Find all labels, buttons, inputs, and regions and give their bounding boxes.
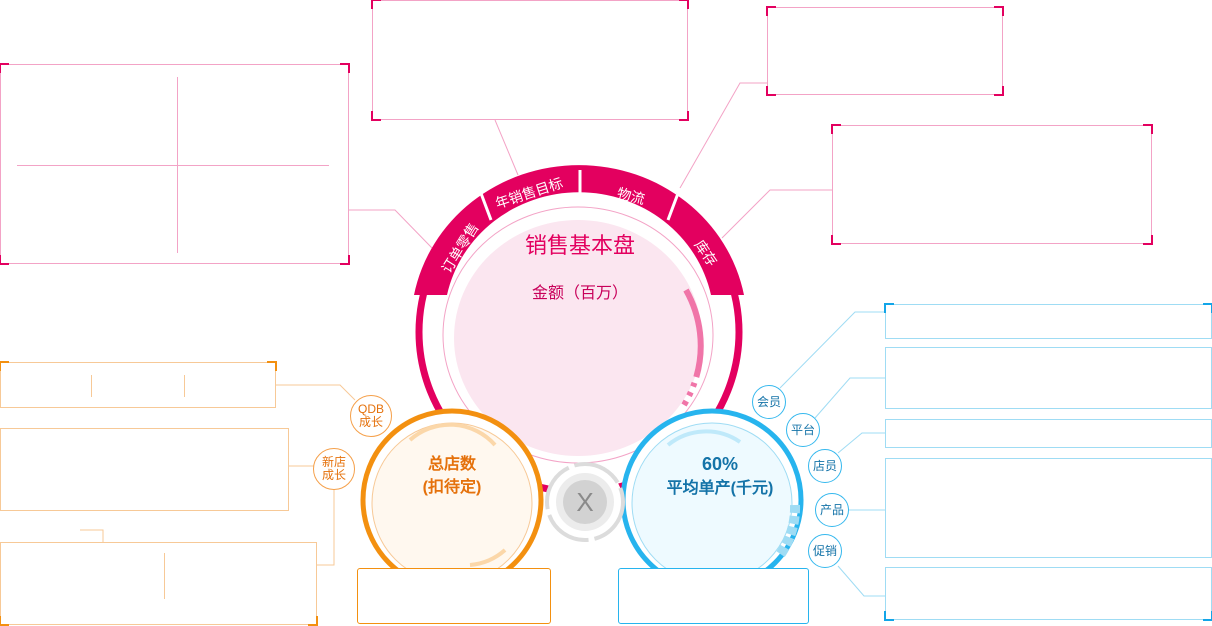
platform-panel [885, 347, 1212, 409]
blue-arc-top [666, 429, 742, 447]
connector-line-orders [348, 209, 433, 249]
tab-band [414, 165, 744, 295]
annual-target-panel [371, 0, 689, 121]
qdb-growth-panel [0, 361, 277, 408]
logistics-panel [766, 6, 1004, 96]
tag-staff[interactable]: 店员 [808, 449, 842, 483]
connector-line-logistics [675, 82, 768, 196]
tag-new-store-growth[interactable]: 新店 成长 [313, 448, 355, 490]
order-retail-panel [0, 63, 350, 265]
store-count-sublabel: (扣待定) [422, 479, 482, 496]
inner-fill [454, 220, 702, 456]
orange-arc-bottom [469, 548, 507, 567]
panel-divider-horizontal [17, 165, 329, 166]
member-panel [884, 303, 1212, 339]
blue-progress-arc [775, 504, 801, 558]
connector-line-inventory [721, 189, 833, 239]
new-store-growth-panel [0, 428, 289, 511]
staff-panel [885, 419, 1212, 448]
main-subtitle: 金额（百万） [531, 285, 628, 302]
connector-line-promo [837, 565, 885, 597]
tab-separator [477, 187, 493, 221]
tag-qdb-line1: QDB [357, 402, 384, 416]
tag-qdb-line2: 成长 [358, 415, 383, 429]
progress-arc [681, 288, 704, 407]
unit-output-value-box [618, 568, 809, 624]
unit-output-label: 平均单产(千元) [666, 480, 774, 497]
bottom-left-panel [0, 542, 318, 626]
connector-line-annual-target [494, 119, 519, 176]
product-panel [885, 458, 1212, 558]
center-button-label: X [576, 487, 594, 517]
connector-line-newstore-down [317, 488, 335, 566]
connector-line-qdb [276, 384, 356, 401]
panel-divider [164, 553, 165, 599]
promotion-panel [884, 567, 1212, 621]
tag-promotion[interactable]: 促销 [808, 534, 842, 568]
tab-separator [666, 187, 682, 221]
panel-divider [184, 375, 185, 397]
center-button[interactable] [545, 462, 625, 542]
tag-qdb-growth[interactable]: QDB 成长 [350, 395, 392, 437]
inventory-panel [831, 124, 1153, 245]
panel-divider [91, 375, 92, 397]
connector-line-platform [814, 377, 885, 419]
unit-output-percent: 60% [701, 454, 739, 474]
main-title: 销售基本盘 [524, 233, 635, 258]
orange-arc-top [408, 422, 497, 447]
blue-inner-circle [631, 422, 793, 584]
connector-line-staff [837, 432, 885, 454]
tag-product[interactable]: 产品 [815, 493, 849, 527]
store-count-value-box [357, 568, 551, 624]
connector-line-bottom-left [80, 529, 104, 542]
tag-newstore-line1: 新店 [321, 455, 346, 469]
store-count-label: 总店数 [427, 456, 476, 473]
tag-platform[interactable]: 平台 [786, 413, 820, 447]
connector-line-member [779, 311, 885, 389]
tag-member[interactable]: 会员 [752, 385, 786, 419]
tag-newstore-line2: 成长 [321, 468, 346, 482]
